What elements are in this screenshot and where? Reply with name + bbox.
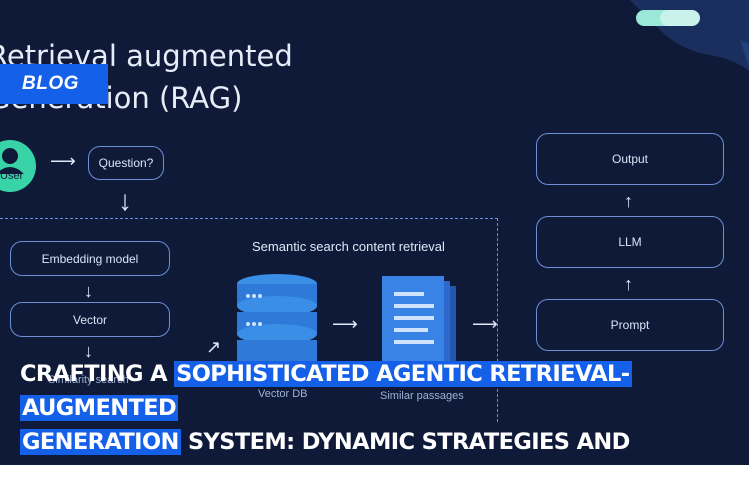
arrow-up-icon: ↑ (624, 191, 633, 211)
arrow-right-icon: ⟶ (50, 151, 76, 171)
headline-part2: SYSTEM: DYNAMIC STRATEGIES AND INTELLIGE… (20, 429, 630, 465)
decorative-shapes (630, 0, 749, 71)
blog-badge[interactable]: BLOG (0, 64, 108, 104)
prompt-box: Prompt (536, 299, 724, 351)
similar-passages-label: Similar passages (380, 390, 464, 402)
arrow-down-icon: ↓ (84, 281, 93, 301)
headline-part1: CRAFTING A (20, 361, 175, 387)
article-headline[interactable]: CRAFTING A SOPHISTICATED AGENTIC RETRIEV… (20, 357, 740, 465)
vector-db-label: Vector DB (258, 388, 308, 400)
retrieval-boundary-top (0, 218, 498, 219)
arrow-diagonal-icon: ↗ (206, 337, 222, 357)
retrieval-boundary-right (497, 218, 498, 422)
embedding-model-box: Embedding model (10, 241, 170, 276)
arrow-right-icon: ⟶ (472, 314, 498, 334)
database-icon (237, 274, 317, 362)
vector-box: Vector (10, 302, 170, 337)
arrow-down-icon: ↓ (84, 341, 93, 361)
user-label: User (0, 170, 24, 182)
section-label: Semantic search content retrieval (252, 239, 445, 254)
arrow-down-icon: ↓ (118, 185, 132, 216)
hero-image[interactable]: Retrieval augmented Generation (RAG) BLO… (0, 0, 749, 465)
headline-highlight2: GENERATION (20, 429, 181, 455)
arrow-up-icon: ↑ (624, 274, 633, 294)
similarity-search-label: Similarity search (48, 374, 129, 386)
llm-box: LLM (536, 216, 724, 268)
output-box: Output (536, 133, 724, 185)
question-box: Question? (88, 146, 164, 180)
arrow-right-icon: ⟶ (332, 314, 358, 334)
user-icon (0, 140, 36, 192)
